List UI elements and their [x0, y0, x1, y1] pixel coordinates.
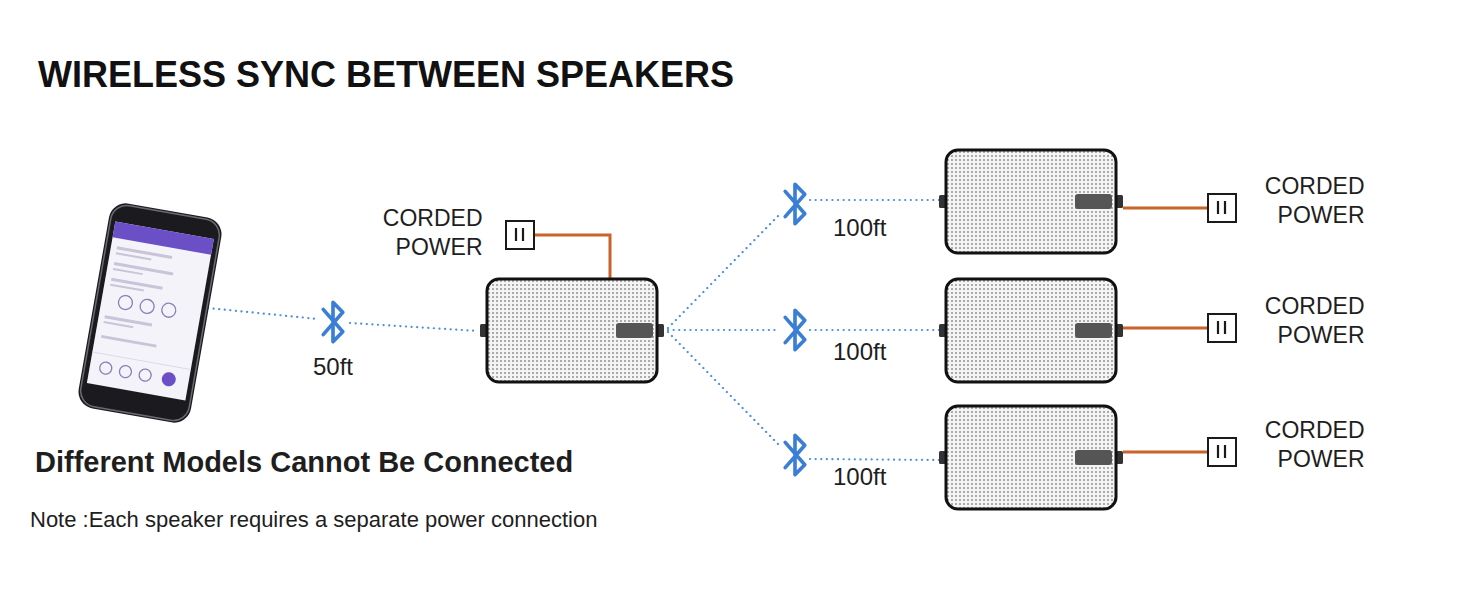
distance-label: 100ft	[833, 465, 923, 489]
screen-button	[138, 368, 152, 382]
outlet-label: CORDED POWER	[1259, 172, 1365, 230]
distance-label: 100ft	[833, 340, 923, 364]
speaker	[939, 406, 1123, 509]
power-wire	[1123, 207, 1208, 210]
outlet-label: CORDED POWER	[377, 204, 483, 262]
outlet-slots	[1209, 439, 1234, 464]
distance-label: 100ft	[833, 216, 923, 240]
power-outlet: CORDED POWER	[1207, 437, 1237, 467]
master-speaker	[480, 279, 664, 382]
bluetooth-link	[350, 323, 478, 331]
bluetooth-link	[810, 329, 940, 331]
bluetooth-link	[668, 332, 780, 446]
screen-button	[99, 361, 113, 375]
list-line	[114, 262, 174, 275]
screen-button	[139, 298, 155, 314]
smartphone	[76, 201, 224, 426]
power-wire	[1123, 451, 1208, 454]
screen-divider	[92, 352, 191, 370]
list-line	[104, 315, 152, 326]
outlet-slot	[1217, 321, 1219, 334]
outlet-slot	[1217, 445, 1219, 458]
bluetooth-icon	[785, 310, 805, 349]
power-outlet: CORDED POWER	[1207, 193, 1237, 223]
outlet-label: CORDED POWER	[1259, 416, 1365, 474]
list-line	[116, 252, 152, 260]
power-outlet: CORDED POWER	[1207, 313, 1237, 343]
outlet-slots	[507, 222, 532, 247]
bluetooth-icon	[323, 302, 343, 341]
outlet-slot	[1224, 201, 1226, 214]
screen-button	[118, 365, 132, 379]
outlet-slot	[522, 228, 524, 241]
outlet-slots	[1209, 195, 1234, 220]
outlet-slots	[1209, 315, 1234, 340]
list-line	[113, 268, 143, 275]
bluetooth-link	[668, 329, 780, 331]
speaker	[939, 279, 1123, 382]
list-line	[110, 284, 144, 292]
warning-note: Different Models Cannot Be Connected	[35, 448, 715, 477]
phone-edge	[78, 203, 222, 423]
list-line	[104, 321, 134, 328]
footnote: Note :Each speaker requires a separate p…	[30, 509, 730, 531]
screen-button	[117, 294, 133, 310]
bluetooth-icon	[785, 435, 805, 474]
list-line	[117, 246, 173, 259]
bluetooth-link	[208, 308, 318, 319]
outlet-slot	[1224, 445, 1226, 458]
list-line	[111, 278, 163, 290]
outlet-slot	[1224, 321, 1226, 334]
bluetooth-link	[668, 214, 780, 328]
bluetooth-link	[810, 199, 940, 201]
power-outlet: CORDED POWER	[505, 220, 535, 250]
play-button	[161, 371, 177, 387]
list-line	[101, 335, 157, 348]
distance-label: 50ft	[313, 355, 393, 379]
power-wire	[1123, 327, 1208, 330]
outlet-slot	[515, 228, 517, 241]
outlet-slot	[1217, 201, 1219, 214]
phone-screen	[87, 222, 214, 401]
diagram-title: WIRELESS SYNC BETWEEN SPEAKERS	[38, 57, 734, 93]
speaker	[939, 150, 1123, 253]
bluetooth-icon	[785, 184, 805, 223]
bluetooth-link	[810, 459, 940, 460]
phone-body	[76, 201, 224, 426]
outlet-label: CORDED POWER	[1259, 292, 1365, 350]
power-wire	[534, 235, 610, 279]
screen-button	[161, 302, 177, 318]
